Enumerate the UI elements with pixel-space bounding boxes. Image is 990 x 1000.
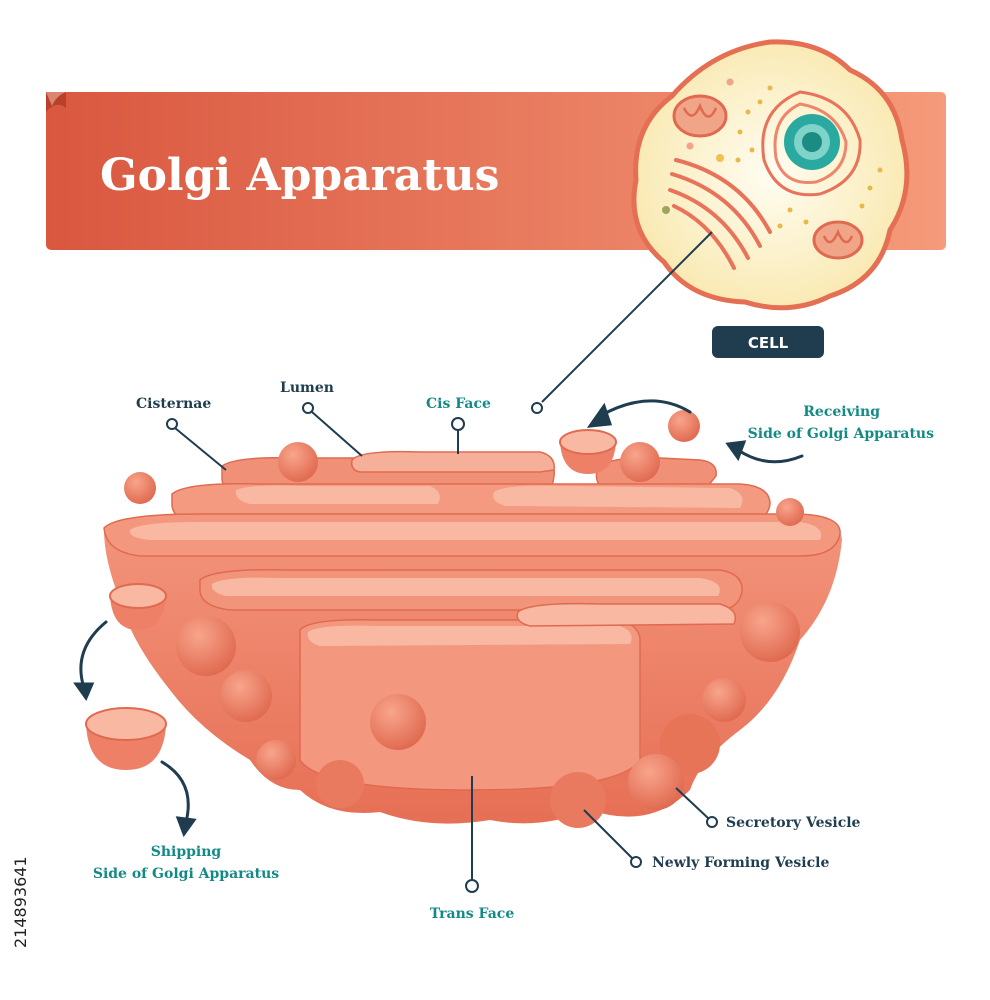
secretory-vesicle	[628, 754, 684, 810]
label-receiving-1: Receiving	[803, 404, 880, 420]
vesicle-top-2	[620, 442, 660, 482]
leader-cis-face	[451, 417, 465, 454]
label-cisternae: Cisternae	[136, 396, 211, 412]
leader-cisternae	[166, 418, 227, 471]
incoming-vesicle	[668, 410, 700, 442]
leader-lumen	[302, 402, 363, 457]
stock-id-text: 214893641	[11, 856, 30, 948]
vesicle-top-1	[278, 442, 318, 482]
mitochondrion-top	[672, 94, 728, 138]
mitochondrion-bottom	[812, 220, 864, 260]
cell-golgi-stack	[668, 158, 772, 270]
nucleus	[761, 90, 862, 197]
shipping-arrow-upper	[73, 620, 108, 702]
cell-badge: CELL	[712, 326, 824, 358]
label-cis-face: Cis Face	[426, 396, 491, 412]
label-newly-forming-vesicle: Newly Forming Vesicle	[652, 855, 829, 871]
label-shipping-2: Side of Golgi Apparatus	[93, 866, 279, 882]
label-shipping-1: Shipping	[151, 844, 222, 860]
cell-leader-line	[531, 231, 713, 414]
golgi-apparatus	[103, 450, 842, 828]
cell-granules	[662, 78, 883, 229]
page-title: Golgi Apparatus	[100, 150, 499, 201]
stock-id: 214893641	[11, 856, 30, 948]
label-trans-face: Trans Face	[430, 906, 515, 922]
label-secretory-vesicle: Secretory Vesicle	[726, 815, 861, 831]
cell-badge-text: CELL	[748, 334, 789, 352]
leader-secretory-vesicle	[675, 787, 718, 828]
shipping-arrow-lower	[160, 760, 197, 838]
label-lumen: Lumen	[280, 380, 334, 396]
cup-vesicle-top	[559, 429, 617, 474]
shipping-vesicle	[85, 707, 167, 770]
vesicle-right-small	[776, 498, 804, 526]
cup-vesicle-left	[109, 583, 167, 630]
leader-newly-forming-vesicle	[583, 809, 642, 868]
receiving-arrow-upper	[586, 399, 692, 428]
label-receiving-2: Side of Golgi Apparatus	[748, 426, 934, 442]
leader-trans-face	[465, 776, 479, 893]
vesicle-left-small	[124, 472, 156, 504]
receiving-arrow-lower	[725, 440, 804, 464]
